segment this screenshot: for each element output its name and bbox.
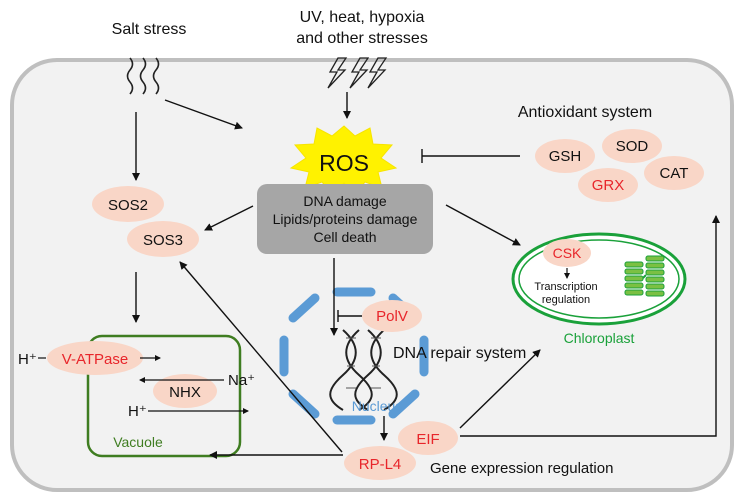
- sod-label: SOD: [616, 138, 649, 155]
- sos2-node: [92, 186, 164, 222]
- arrow-salt-ros: [164, 99, 243, 130]
- arrow-gene-sos3: [179, 261, 343, 453]
- csk-label: CSK: [553, 245, 582, 261]
- uv-stress-label-line2: and other stresses: [296, 30, 428, 47]
- salt-stress-label: Salt stress: [112, 21, 187, 38]
- damage-line3: Cell death: [313, 229, 376, 245]
- gsh-node: [535, 139, 595, 173]
- chloroplast-label: Chloroplast: [564, 330, 635, 346]
- h-plus-inner: H⁺: [128, 403, 147, 420]
- chloroplast-tr-line2: regulation: [542, 294, 590, 306]
- damage-box: [257, 184, 433, 254]
- eif-node: [398, 421, 458, 455]
- arrow-eif-chloroplast: [459, 349, 541, 429]
- nhx-node: [153, 374, 217, 408]
- lightning-icon: [327, 57, 388, 89]
- pathway-arrows: [132, 92, 720, 459]
- inhibition-lines: [337, 149, 520, 322]
- nucleus-label: Nucleus: [352, 398, 403, 414]
- dna-helix-icon: [329, 329, 398, 411]
- antioxidant-title: Antioxidant system: [518, 104, 652, 121]
- sos3-node: [127, 221, 199, 257]
- sos3-label: SOS3: [143, 232, 183, 249]
- chloroplast-inner: [518, 239, 680, 319]
- arrow-damage-sos3: [204, 205, 254, 231]
- csk-node: [543, 239, 591, 267]
- sod-node: [602, 129, 662, 163]
- uv-stress-label-line1: UV, heat, hypoxia: [300, 9, 425, 26]
- thylakoid-stack-icon: [624, 255, 665, 297]
- gsh-label: GSH: [549, 148, 582, 165]
- vatpase-node: [47, 341, 143, 375]
- dna-rungs: [346, 337, 381, 389]
- ros-starburst: [289, 125, 398, 197]
- salt-stress-wave-icon: [126, 57, 160, 95]
- rpl4-node: [344, 446, 416, 480]
- polv-node: [362, 300, 422, 332]
- vacuole-outline: [86, 334, 242, 458]
- damage-line1: DNA damage: [303, 193, 386, 209]
- cat-node: [644, 156, 704, 190]
- eif-label: EIF: [416, 431, 439, 448]
- arrow-damage-chloroplast: [445, 204, 521, 246]
- nhx-label: NHX: [169, 384, 201, 401]
- arrow-eif-antioxidant: [460, 215, 720, 437]
- h-plus-left: H⁺: [18, 351, 37, 368]
- grx-label: GRX: [592, 177, 625, 194]
- cat-label: CAT: [660, 165, 689, 182]
- grx-node: [578, 168, 638, 202]
- gene-expr-label: Gene expression regulation: [430, 460, 613, 477]
- polv-label: PolV: [376, 308, 408, 325]
- rpl4-label: RP-L4: [359, 456, 402, 473]
- chloroplast-tr-line1: Transcription: [534, 281, 597, 293]
- ros-label: ROS: [319, 150, 369, 176]
- vatpase-label: V-ATPase: [62, 351, 128, 368]
- na-plus-label: Na⁺: [228, 372, 255, 389]
- sos2-label: SOS2: [108, 197, 148, 214]
- dna-repair-label: DNA repair system: [393, 345, 526, 362]
- vacuole-label: Vacuole: [113, 434, 163, 450]
- damage-line2: Lipids/proteins damage: [273, 211, 418, 227]
